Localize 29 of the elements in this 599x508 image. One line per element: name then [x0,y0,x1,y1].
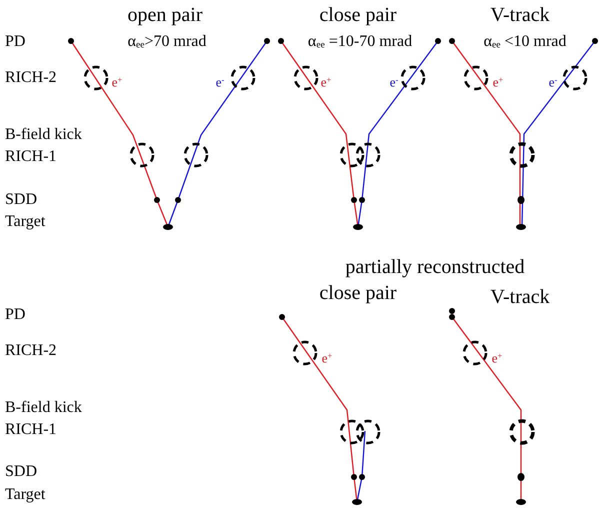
panel-title: open pair [128,5,202,25]
detector-label: Target [5,487,46,503]
panel-title: V-track [490,5,550,25]
charge-label: e$^{+}$ [112,75,122,89]
charge-label: e$^{-}$ [390,75,398,89]
angle-label: α$_{ee}$>70 mrad [128,34,206,50]
detector-label: B-field kick [5,400,82,416]
detector-label: B-field kick [5,127,82,143]
detector-label: RICH-1 [5,149,57,165]
detector-label: RICH-1 [5,422,57,438]
charge-label: e$^{+}$ [492,75,504,89]
charge-label: e$^{+}$ [322,351,332,365]
detector-label: SDD [5,464,38,480]
detector-label: RICH-2 [5,70,57,86]
panel-title: close pair [319,283,397,303]
angle-label: α$_{ee}$ <10 mrad [484,34,566,50]
panel-title: partially reconstructed [345,257,525,277]
panel-title: V-track [490,287,550,307]
charge-label: e$^{-}$ [216,75,224,89]
detector-label: PD [5,307,26,323]
detector-label: RICH-2 [5,343,57,359]
detector-label: SDD [5,192,38,208]
charge-label: e$^{-}$ [548,75,558,89]
charge-label: e$^{+}$ [320,75,332,89]
angle-label: α$_{ee}$ =10-70 mrad [308,34,412,50]
panel-title: close pair [319,5,397,25]
charge-label: e$^{+}$ [492,351,502,365]
detector-label: Target [5,214,46,230]
detector-label: PD [5,34,26,50]
